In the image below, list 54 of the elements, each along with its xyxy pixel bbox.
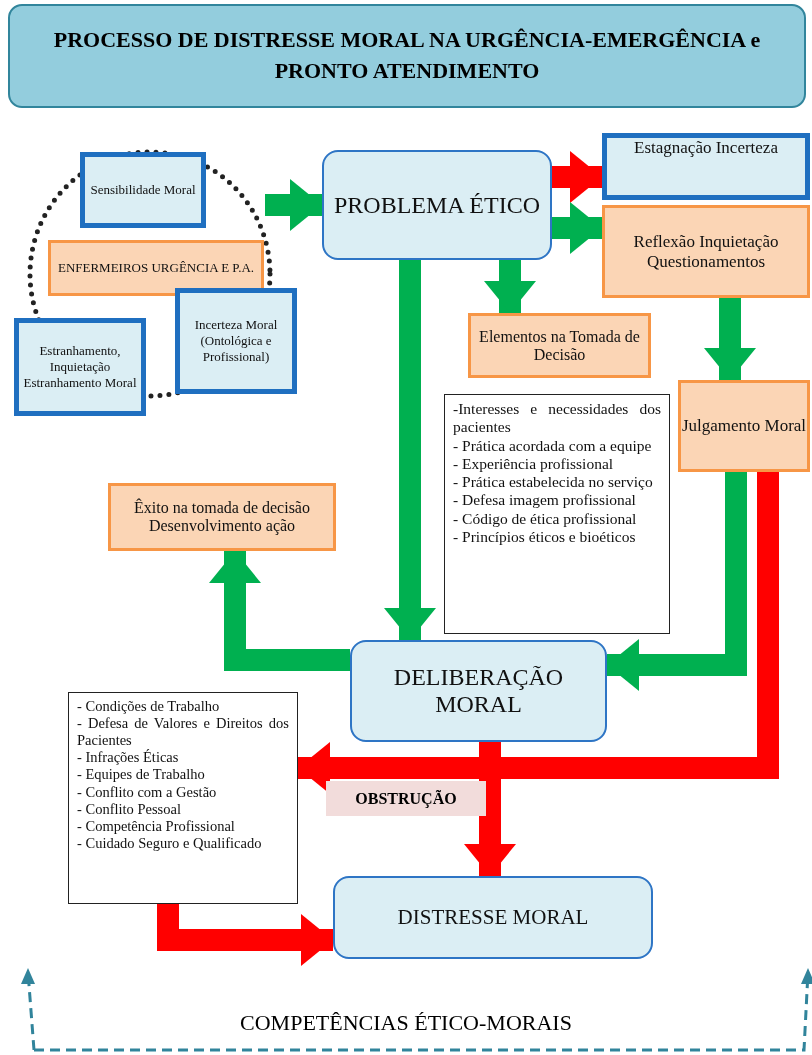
edge-label: OBSTRUÇÃO (326, 781, 486, 816)
block-arrow (384, 260, 436, 640)
list-box (68, 692, 298, 904)
list-item: - Conflito Pessoal (77, 800, 182, 818)
list-item: - Equipes de Trabalho (77, 766, 206, 784)
concept-box (175, 288, 297, 394)
node-text: Sensibilidade Moral (90, 182, 196, 198)
list-item: - Prática estabelecida no serviço (453, 473, 654, 492)
node-text: PROBLEMA ÉTICO (334, 191, 540, 219)
block-arrow (607, 472, 747, 691)
list-item: - Conflito com a Gestão (77, 783, 218, 801)
process-box (322, 150, 552, 260)
list-item: - Experiência profissional (453, 454, 615, 474)
block-arrow (157, 904, 333, 966)
node-text: Julgamento Moral (681, 416, 807, 436)
node-text: Reflexão Inquietação Questionamentos (632, 231, 780, 272)
process-box (350, 640, 607, 742)
node-text: Estagnação Incerteza (634, 138, 778, 158)
concept-box (80, 152, 206, 228)
block-arrow (209, 551, 350, 671)
title-banner: PROCESSO DE DISTRESSE MORAL NA URGÊNCIA-EMERGÊNCIA e PRONTO ATENDIMENTO (8, 4, 806, 108)
list-item: - Defesa imagem profissional (453, 491, 637, 510)
block-arrow (552, 202, 602, 254)
node-text: Estranhamento, Inquietação Estranhamento Moral (22, 343, 138, 391)
list-item: - Código de ética profissional (453, 509, 638, 528)
node-text: ENFERMEIROS URGÊNCIA E P.A. (57, 260, 255, 276)
process-box (333, 876, 653, 959)
list-item: - Condições de Trabalho (77, 698, 221, 716)
block-arrow (265, 179, 322, 231)
outcome-box (602, 205, 810, 298)
node-text: Elementos na Tomada de Decisão (478, 327, 641, 364)
list-item: -Interesses e necessidades dos pacientes (453, 400, 661, 437)
outcome-box (602, 133, 810, 200)
block-arrow (464, 742, 516, 876)
list-item: - Infrações Éticas (77, 749, 180, 767)
node-text: Incerteza Moral (Ontológica e Profissional) (193, 317, 279, 365)
node-text: DELIBERAÇÃO MORAL (392, 664, 565, 718)
block-arrow (484, 260, 536, 313)
block-arrow (552, 151, 602, 203)
block-arrow (704, 298, 756, 380)
list-box (444, 394, 670, 634)
node-text: Êxito na tomada de decisão Desenvolvimento ação (133, 499, 311, 535)
node-text: DISTRESSE MORAL (397, 905, 589, 930)
bracket-label: COMPETÊNCIAS ÉTICO-MORAIS (239, 1010, 573, 1036)
concept-box (14, 318, 146, 416)
group-box (48, 240, 264, 296)
outcome-box (108, 483, 336, 551)
list-item: - Cuidado Seguro e Qualificado (77, 834, 263, 852)
list-item: - Princípios éticos e bioéticos (453, 527, 637, 547)
list-item: - Competência Profissional (77, 817, 236, 835)
list-item: - Prática acordada com a equipe (453, 436, 653, 455)
list-item: - Defesa de Valores e Direitos dos Pacientes (77, 715, 289, 749)
process-box (468, 313, 651, 378)
process-box (678, 380, 810, 472)
